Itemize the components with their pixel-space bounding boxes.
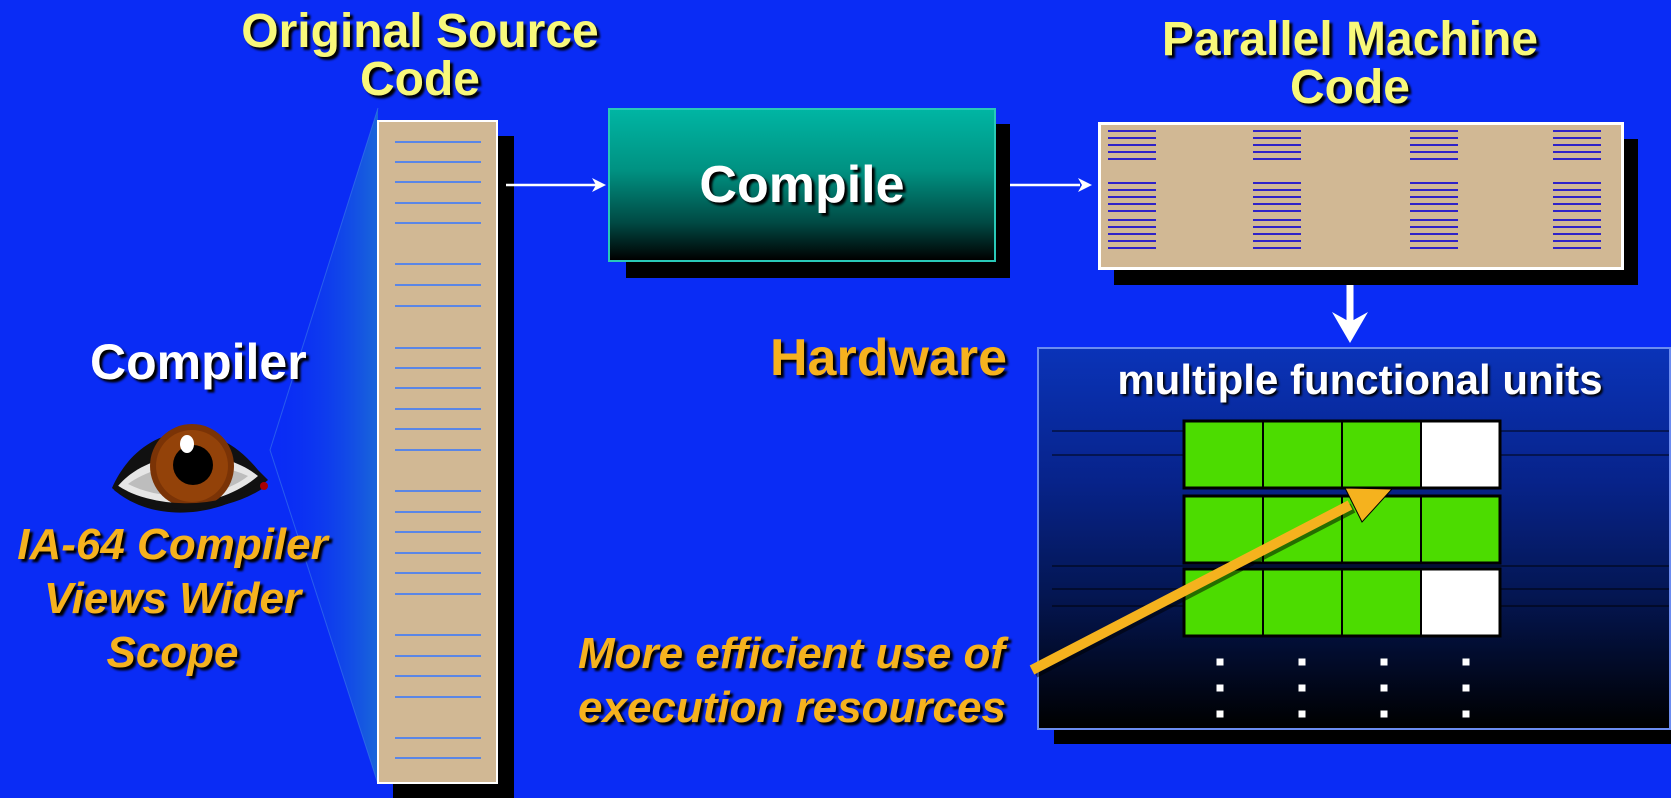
source-code-lines <box>395 141 481 759</box>
continuation-dot <box>1380 710 1388 718</box>
functional-unit-row <box>1182 419 1502 490</box>
functional-unit-row <box>1182 567 1502 638</box>
continuation-dot <box>1380 658 1388 666</box>
compile-box: Compile <box>608 108 996 262</box>
continuation-dot <box>1216 684 1224 692</box>
compile-label: Compile <box>699 156 905 214</box>
efficiency-text-line1: More efficient use of <box>578 629 1006 678</box>
scope-text-line2: Views Wider <box>43 574 302 623</box>
continuation-dot <box>1462 710 1470 718</box>
compiler-scope-text: IA-64 Compiler Views Wider Scope <box>0 518 345 680</box>
functional-units-title: multiple functional units <box>1117 356 1603 403</box>
original-source-title-line1: Original Source <box>241 5 599 58</box>
continuation-dot <box>1298 658 1306 666</box>
continuation-dot <box>1298 710 1306 718</box>
continuation-dot <box>1298 684 1306 692</box>
compiler-label: Compiler <box>90 334 307 390</box>
continuation-dot <box>1216 658 1224 666</box>
parallel-machine-code-title: Parallel Machine Code <box>1100 16 1600 112</box>
efficiency-text: More efficient use of execution resource… <box>578 627 1006 735</box>
functional-unit-cell <box>1341 568 1422 637</box>
hardware-label: Hardware <box>770 329 1007 387</box>
efficiency-text-line2: execution resources <box>578 683 1006 732</box>
parallel-code-page <box>1098 122 1624 270</box>
functional-unit-cell <box>1420 420 1501 489</box>
continuation-dot <box>1380 684 1388 692</box>
scope-text-line1: IA-64 Compiler <box>17 520 328 569</box>
eye-icon <box>112 424 268 513</box>
source-code-page <box>377 120 498 784</box>
continuation-dot <box>1462 684 1470 692</box>
functional-unit-row <box>1182 494 1502 565</box>
scope-text-line3: Scope <box>106 628 239 677</box>
continuation-dot <box>1216 710 1224 718</box>
original-source-title-line2: Code <box>360 53 480 106</box>
original-source-code-title: Original Source Code <box>190 8 650 104</box>
parallel-code-title-line1: Parallel Machine <box>1161 13 1539 66</box>
continuation-dot <box>1462 658 1470 666</box>
parallel-code-title-line2: Code <box>1290 61 1410 114</box>
